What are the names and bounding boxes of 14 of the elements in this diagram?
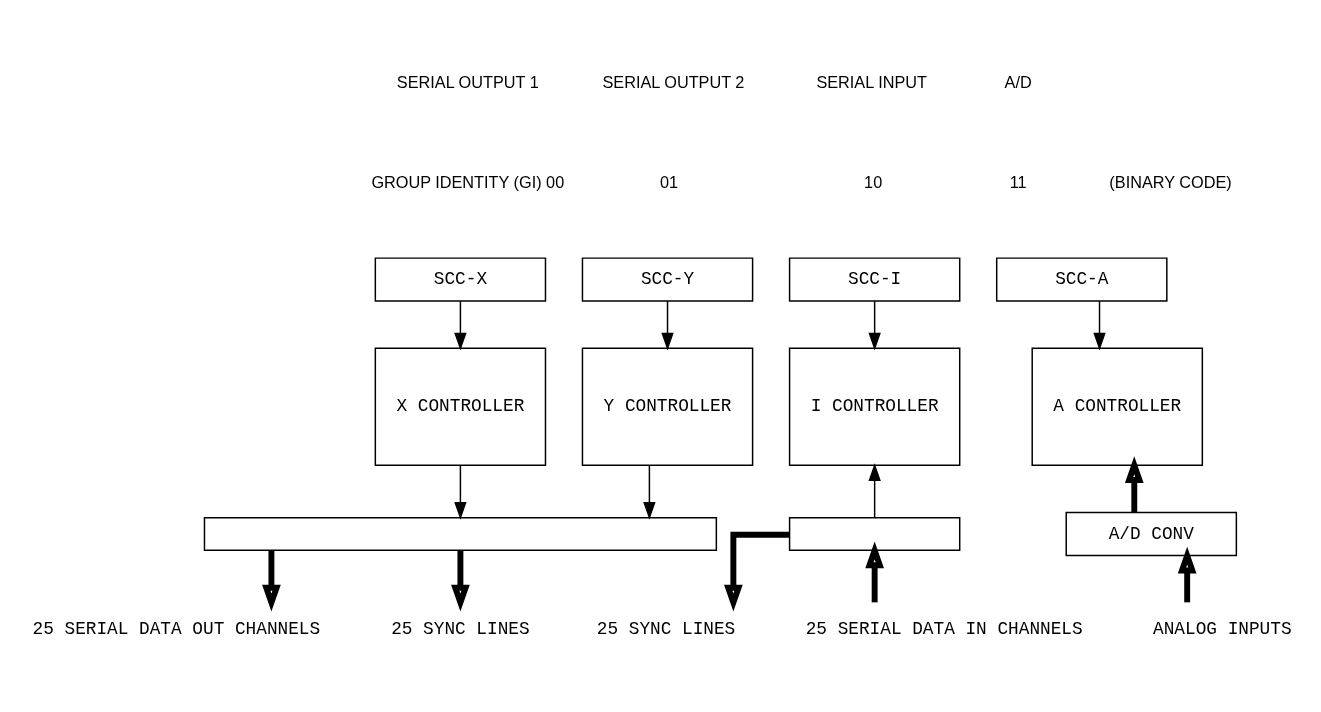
label: SERIAL OUTPUT 2 <box>602 72 745 91</box>
label: SERIAL OUTPUT 1 <box>396 72 539 91</box>
label: (BINARY CODE) <box>1109 172 1232 191</box>
label: SERIAL INPUT <box>816 72 927 91</box>
node-text: 25 SERIAL DATA IN CHANNELS <box>805 618 1083 639</box>
node-text: 25 SYNC LINES <box>391 618 530 639</box>
node-text: ANALOG INPUTS <box>1153 618 1292 639</box>
label: 11 <box>1009 172 1027 191</box>
label: 01 <box>659 172 679 191</box>
node-text: 25 SYNC LINES <box>596 618 736 639</box>
label: A/D <box>1004 72 1032 91</box>
label: GROUP IDENTITY (GI) 00 <box>371 172 565 191</box>
label: 10 <box>864 172 883 191</box>
node-text: 25 SERIAL DATA OUT CHANNELS <box>32 618 321 639</box>
